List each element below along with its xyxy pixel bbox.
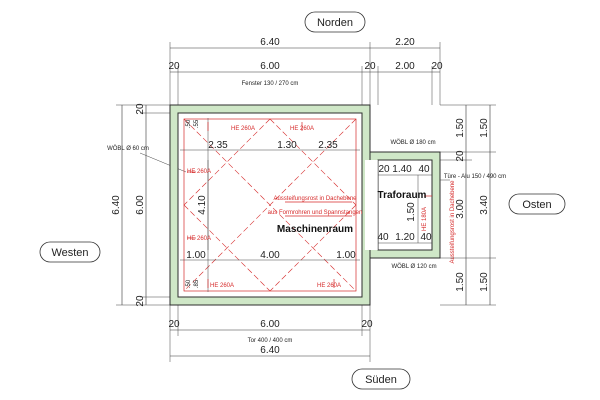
dim-right-340: 3.40 — [479, 195, 490, 215]
dim-top-inner: 6.00 — [260, 61, 280, 72]
room-label-machine: Maschinenraum — [277, 224, 353, 235]
compass-north: Norden — [304, 11, 366, 33]
roof-bracing — [180, 118, 432, 292]
dim-inner-050-bot: .50 — [186, 279, 192, 288]
machine-room-walls — [169, 104, 371, 306]
dim-inner-055-top: .55 — [194, 119, 200, 128]
trafo-dimensions: WÖBL Ø 180 cm Türe - Alu 150 / 490 cm WÖ… — [377, 139, 506, 270]
gate-annotation: Tor 400 / 400 cm — [248, 338, 293, 344]
compass-south-label: Süden — [365, 374, 397, 386]
he-bot-right: HE 260A — [317, 283, 341, 289]
dim-trafo-40c: 40 — [420, 232, 432, 243]
dim-right-300: 3.00 — [455, 199, 466, 219]
beam-labels: HE 260A HE 260A HE 260A HE 260A HE 260A … — [187, 126, 428, 289]
he-left-lower: HE 260A — [187, 236, 211, 242]
dim-inner-085-bot: .85 — [194, 279, 200, 288]
interior-dimensions: 2.35 1.30 2.35 1.00 4.00 1.00 4.10 .55 .… — [186, 119, 356, 288]
right-dimensions: 1.50 20 3.00 1.50 1.50 3.40 1.50 — [440, 104, 496, 306]
dim-left-inner: 6.00 — [135, 195, 146, 215]
dim-right-150-bot: 1.50 — [455, 272, 466, 292]
left-dimensions: 6.40 6.00 20 20 WÖBL Ø 60 cm — [107, 103, 187, 307]
compass-west-label: Westen — [51, 247, 88, 259]
dim-trafo-150: 1.50 — [406, 202, 417, 222]
dim-top-total-annex: 2.20 — [395, 37, 415, 48]
dim-inner-400: 4.00 — [260, 250, 280, 261]
dim-top-wall-mid: 20 — [364, 61, 376, 72]
bracing-notes: Aussteifungsrost in Dachebene aus Formro… — [268, 180, 456, 264]
room-label-trafo: Traforaum — [378, 190, 427, 201]
dim-trafo-120: 1.20 — [395, 232, 415, 243]
dim-inner-100-left: 1.00 — [186, 250, 206, 261]
woel-top-right-annotation: WÖBL Ø 180 cm — [390, 139, 435, 146]
dim-inner-130: 1.30 — [277, 140, 297, 151]
woel-left-annotation: WÖBL Ø 60 cm — [107, 145, 149, 152]
dim-inner-100-right: 1.00 — [336, 250, 356, 261]
dim-left-total: 6.40 — [111, 195, 122, 215]
frame-note-1: Aussteifungsrost in Dachebene — [273, 196, 357, 202]
top-dimensions: 6.40 2.20 20 6.00 20 2.00 20 Fenster 130… — [168, 37, 443, 105]
door-annotation: Türe - Alu 150 / 490 cm — [444, 174, 506, 180]
he-left-upper: HE 260A — [187, 169, 211, 175]
he-trafo: HE 180A — [422, 207, 428, 231]
dim-bottom-wall-left: 20 — [168, 319, 180, 330]
dim-inner-235-right: 2.35 — [318, 140, 338, 151]
dim-trafo-20: 20 — [378, 164, 390, 175]
dim-right-150-outer-bot: 1.50 — [479, 272, 490, 292]
dim-right-150-outer: 1.50 — [479, 118, 490, 138]
dim-bottom-total: 6.40 — [260, 345, 280, 356]
dim-left-wall-top: 20 — [135, 103, 146, 115]
dim-right-150-top: 1.50 — [455, 118, 466, 138]
dim-inner-235-left: 2.35 — [208, 140, 228, 151]
dim-right-20-top: 20 — [455, 150, 466, 162]
dim-inner-410: 4.10 — [197, 195, 208, 215]
trafo-room-walls — [365, 151, 441, 259]
dim-top-annex-inner: 2.00 — [395, 61, 415, 72]
dim-trafo-140: 1.40 — [392, 164, 412, 175]
dim-top-wall-left: 20 — [168, 61, 180, 72]
compass-east-label: Osten — [522, 199, 551, 211]
dim-trafo-40a: 40 — [418, 164, 430, 175]
window-annotation: Fenster 130 / 270 cm — [242, 81, 299, 87]
dim-trafo-40b: 40 — [377, 232, 389, 243]
compass-east: Osten — [508, 193, 566, 215]
he-top-left: HE 260A — [231, 126, 255, 132]
compass-south: Süden — [351, 368, 411, 390]
compass-north-label: Norden — [317, 17, 353, 29]
frame-note-right: Aussteifungsrost in Dachebene — [450, 180, 456, 264]
bottom-dimensions: 20 6.00 20 Tor 400 / 400 cm 6.40 — [168, 305, 373, 362]
dim-top-wall-right: 20 — [431, 61, 443, 72]
he-bot-left: HE 260A — [210, 283, 234, 289]
woel-bot-right-annotation: WÖBL Ø 120 cm — [391, 263, 436, 270]
dim-inner-050-top: .50 — [186, 119, 192, 128]
dim-bottom-wall-right: 20 — [361, 319, 373, 330]
dim-top-total-main: 6.40 — [260, 37, 280, 48]
frame-note-2: aus Formrohren und Spannstangen — [268, 210, 363, 216]
compass-west: Westen — [39, 241, 101, 263]
dim-left-wall-bottom: 20 — [135, 295, 146, 307]
dim-bottom-inner: 6.00 — [260, 319, 280, 330]
he-top-right: HE 260A — [290, 126, 314, 132]
